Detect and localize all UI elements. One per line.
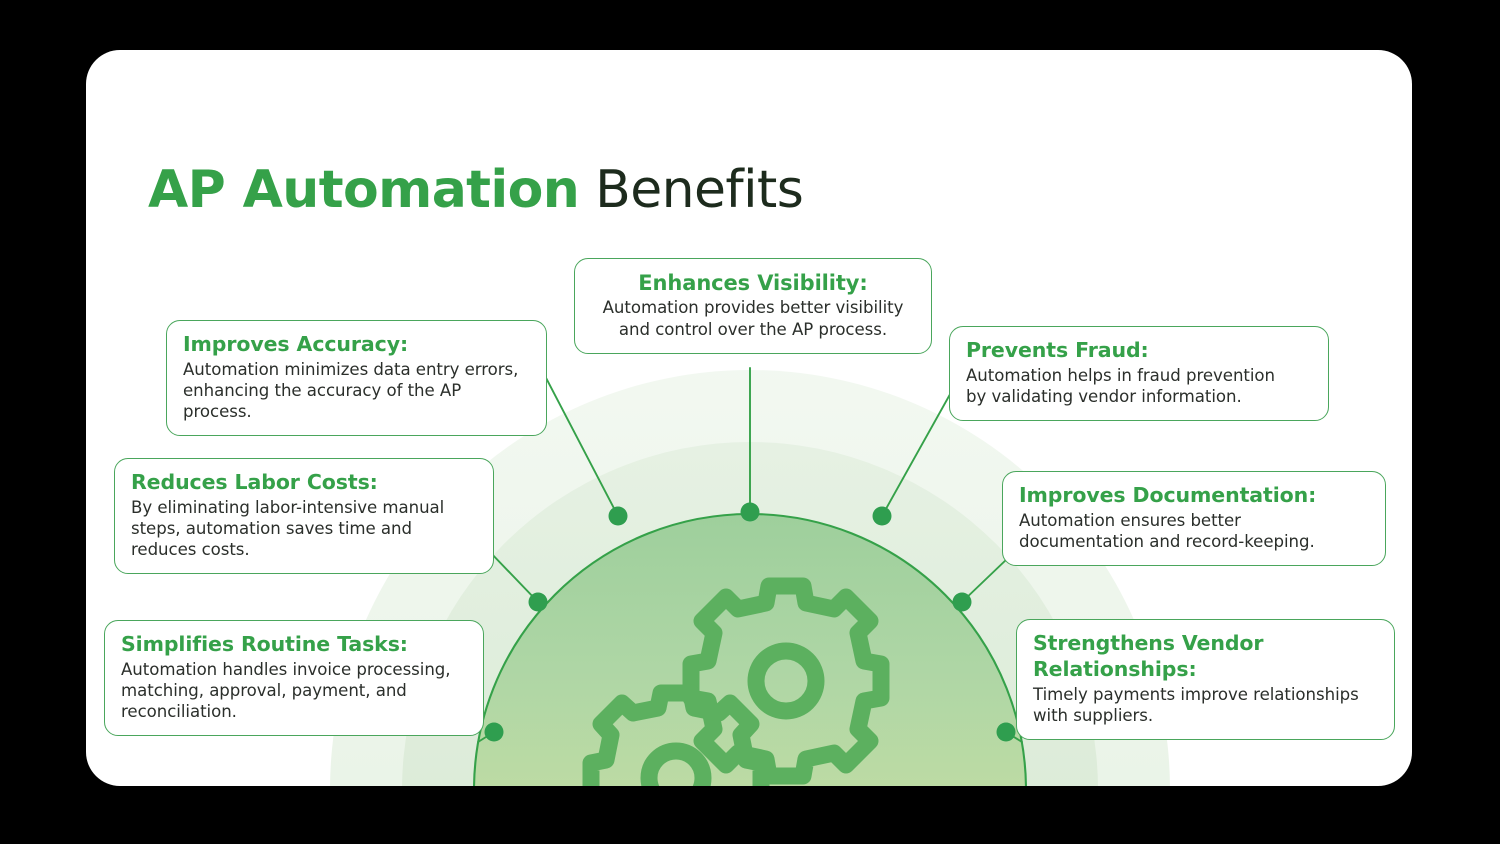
benefit-body: Automation provides better visibility an… [602, 298, 904, 339]
benefit-card-improves-accuracy[interactable]: Improves Accuracy: Automation minimizes … [166, 320, 547, 437]
benefit-title: Strengthens Vendor Relationships: [1033, 631, 1264, 681]
title-accent: AP Automation [148, 159, 580, 220]
gears-icon [582, 577, 890, 786]
benefit-body: Automation helps in fraud prevention by … [966, 365, 1276, 406]
infographic-card: AP Automation Benefits Enhances Visibili… [86, 50, 1412, 786]
benefit-card-simplifies-routine-tasks[interactable]: Simplifies Routine Tasks: Automation han… [104, 620, 484, 737]
connector-accuracy [543, 373, 619, 517]
benefit-title: Simplifies Routine Tasks: [121, 632, 408, 656]
benefit-title: Prevents Fraud: [966, 338, 1149, 362]
benefit-card-reduces-labor-costs[interactable]: Reduces Labor Costs: By eliminating labo… [114, 458, 494, 575]
benefits-diagram [330, 367, 1170, 786]
benefit-title: Improves Documentation: [1019, 483, 1317, 507]
benefit-body: Automation minimizes data entry errors, … [183, 359, 519, 421]
benefit-title: Enhances Visibility: [638, 271, 868, 295]
connector-fraud [881, 379, 959, 517]
benefit-body: Automation ensures better documentation … [1019, 510, 1315, 551]
benefit-card-improves-documentation[interactable]: Improves Documentation: Automation ensur… [1002, 471, 1386, 566]
benefit-body: Automation handles invoice processing, m… [121, 659, 451, 721]
benefit-card-enhances-visibility[interactable]: Enhances Visibility: Automation provides… [574, 258, 932, 354]
node-accuracy [608, 506, 628, 526]
connector-labor [487, 549, 539, 603]
node-documentation [952, 592, 972, 612]
node-visibility [740, 502, 760, 522]
page-title: AP Automation Benefits [148, 159, 804, 220]
node-labor [528, 592, 548, 612]
title-plain: Benefits [579, 159, 804, 220]
benefit-title: Reduces Labor Costs: [131, 470, 378, 494]
benefit-body: By eliminating labor-intensive manual st… [131, 497, 445, 559]
connector-documentation [961, 557, 1009, 603]
benefit-card-prevents-fraud[interactable]: Prevents Fraud: Automation helps in frau… [949, 326, 1329, 421]
benefit-card-strengthens-vendor-relationships[interactable]: Strengthens Vendor Relationships: Timely… [1016, 619, 1395, 740]
gear-small-hub [640, 742, 712, 786]
node-fraud [872, 506, 892, 526]
benefit-body: Timely payments improve relationships wi… [1033, 684, 1359, 725]
arc-nodes [484, 502, 1016, 742]
benefit-title: Improves Accuracy: [183, 332, 409, 356]
gear-large-teeth [682, 577, 890, 785]
node-vendor [996, 722, 1016, 742]
node-routine [484, 722, 504, 742]
gear-large-hub [747, 642, 825, 720]
gear-small-teeth [582, 684, 770, 786]
